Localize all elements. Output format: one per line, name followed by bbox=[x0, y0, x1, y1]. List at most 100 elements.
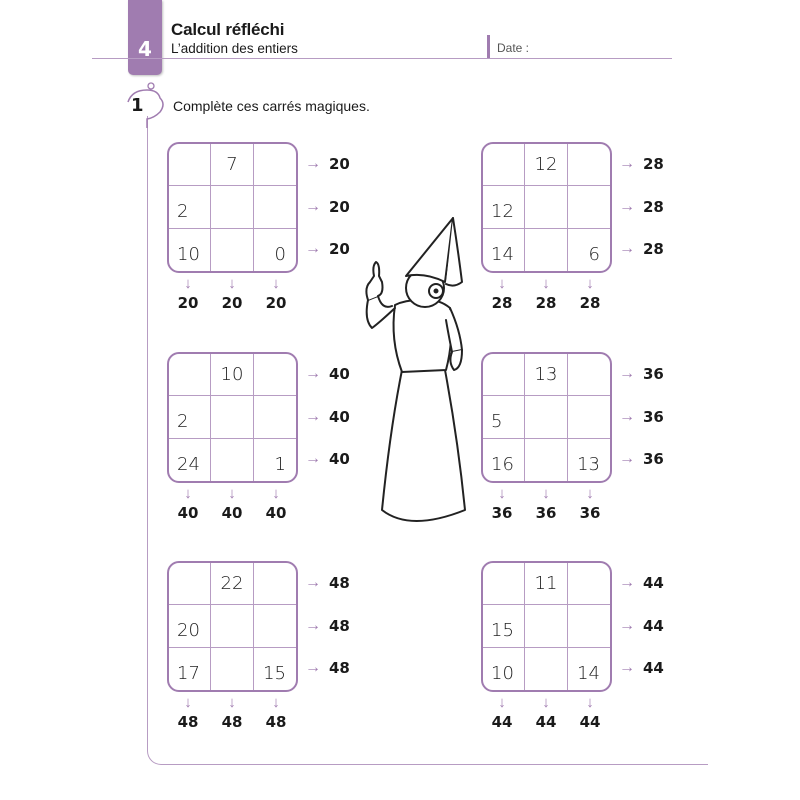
grid-cell[interactable] bbox=[567, 563, 610, 606]
row-sum: →44 bbox=[619, 617, 664, 635]
grid-cell[interactable] bbox=[525, 438, 568, 481]
grid-cell[interactable]: 14 bbox=[483, 228, 526, 271]
grid-cell[interactable]: 16 bbox=[483, 438, 526, 481]
grid-cell[interactable]: 20 bbox=[169, 605, 212, 648]
grid-cell[interactable] bbox=[253, 186, 296, 229]
grid-cell[interactable]: 6 bbox=[588, 243, 600, 265]
grid-cell[interactable] bbox=[525, 186, 568, 229]
row-sum: →36 bbox=[619, 408, 664, 426]
grid-cell[interactable] bbox=[567, 605, 610, 648]
grid-cell[interactable] bbox=[483, 144, 526, 187]
grid-cell[interactable]: 0 bbox=[274, 243, 286, 265]
grid-cell[interactable] bbox=[525, 228, 568, 271]
date-field-label: Date : bbox=[497, 41, 530, 55]
grid-cell[interactable]: 15 bbox=[263, 662, 286, 684]
arrow-right-icon: → bbox=[619, 365, 635, 382]
grid-cell[interactable] bbox=[567, 396, 610, 439]
magic-square-6: 11 15 10 14 →44 →44 →44 ↓44 ↓44 ↓44 bbox=[481, 561, 721, 761]
row-sum: →48 bbox=[305, 659, 350, 677]
column-sum: ↓48 bbox=[173, 695, 203, 732]
row-sum: →20 bbox=[305, 198, 350, 216]
column-sum: ↓28 bbox=[487, 276, 517, 313]
grid-cell[interactable]: 12 bbox=[483, 186, 526, 229]
row-sum: →28 bbox=[619, 240, 664, 258]
grid-cell[interactable]: 12 bbox=[525, 144, 568, 187]
grid-cell[interactable] bbox=[525, 605, 568, 648]
arrow-right-icon: → bbox=[305, 240, 321, 257]
arrow-down-icon: ↓ bbox=[184, 275, 192, 292]
page-title: Calcul réfléchi bbox=[171, 20, 285, 39]
grid-cell[interactable]: 10 bbox=[211, 354, 254, 397]
grid-cell[interactable] bbox=[211, 438, 254, 481]
grid-cell[interactable] bbox=[253, 605, 296, 648]
arrow-down-icon: ↓ bbox=[542, 694, 550, 711]
column-sum: ↓20 bbox=[261, 276, 291, 313]
grid-cell[interactable]: 7 bbox=[211, 144, 254, 187]
arrow-right-icon: → bbox=[305, 617, 321, 634]
grid-cell[interactable] bbox=[169, 144, 212, 187]
date-divider bbox=[487, 35, 490, 58]
row-sum: →40 bbox=[305, 365, 350, 383]
grid-cell[interactable] bbox=[483, 563, 526, 606]
grid-cell[interactable] bbox=[169, 354, 212, 397]
grid-cell[interactable]: 17 bbox=[169, 647, 212, 690]
grid-cell[interactable]: 5 bbox=[483, 396, 526, 439]
magic-square-4: 13 5 16 13 →36 →36 →36 ↓36 ↓36 ↓36 bbox=[481, 352, 721, 552]
grid-cell[interactable] bbox=[525, 647, 568, 690]
arrow-right-icon: → bbox=[619, 155, 635, 172]
grid-cell[interactable] bbox=[253, 354, 296, 397]
grid-cell[interactable] bbox=[169, 563, 212, 606]
grid-cell[interactable]: 13 bbox=[577, 453, 600, 475]
arrow-down-icon: ↓ bbox=[586, 485, 594, 502]
grid-cell[interactable]: 13 bbox=[525, 354, 568, 397]
arrow-right-icon: → bbox=[305, 659, 321, 676]
arrow-down-icon: ↓ bbox=[228, 694, 236, 711]
grid-cell[interactable] bbox=[253, 396, 296, 439]
row-sum: →40 bbox=[305, 450, 350, 468]
column-sum: ↓20 bbox=[217, 275, 247, 313]
arrow-down-icon: ↓ bbox=[542, 485, 550, 502]
magic-square-3: 10 2 24 1 →40 →40 →40 ↓40 ↓40 ↓40 bbox=[167, 352, 407, 552]
grid-cell[interactable] bbox=[567, 144, 610, 187]
grid-cell[interactable]: 15 bbox=[483, 605, 526, 648]
grid-cell[interactable] bbox=[567, 354, 610, 397]
grid-cell[interactable] bbox=[567, 186, 610, 229]
exercise-frame bbox=[147, 116, 708, 765]
column-sum: ↓44 bbox=[487, 695, 517, 732]
grid-cell[interactable] bbox=[211, 647, 254, 690]
grid-cell[interactable] bbox=[211, 186, 254, 229]
grid-cell[interactable]: 14 bbox=[577, 662, 600, 684]
column-sum: ↓40 bbox=[217, 486, 247, 523]
grid-cell[interactable]: 10 bbox=[483, 647, 526, 690]
grid-cell[interactable] bbox=[483, 354, 526, 397]
arrow-down-icon: ↓ bbox=[228, 275, 236, 292]
grid-cell[interactable] bbox=[211, 228, 254, 271]
column-sum: ↓40 bbox=[173, 485, 203, 523]
row-sum: →36 bbox=[619, 450, 664, 468]
row-sum: →28 bbox=[619, 155, 664, 173]
grid-cell[interactable]: 24 bbox=[169, 438, 212, 481]
grid-cell[interactable]: 2 bbox=[169, 396, 212, 439]
grid-cell[interactable]: 2 bbox=[169, 186, 212, 229]
arrow-right-icon: → bbox=[619, 659, 635, 676]
grid-cell[interactable]: 1 bbox=[274, 453, 286, 475]
arrow-right-icon: → bbox=[619, 408, 635, 425]
grid-cell[interactable] bbox=[211, 605, 254, 648]
arrow-down-icon: ↓ bbox=[184, 485, 192, 502]
arrow-right-icon: → bbox=[619, 574, 635, 591]
row-sum: →36 bbox=[619, 365, 664, 383]
grid-cell[interactable] bbox=[253, 144, 296, 187]
exercise-number: 1 bbox=[131, 95, 144, 116]
grid-cell[interactable]: 10 bbox=[169, 228, 212, 271]
row-sum: →44 bbox=[619, 659, 664, 677]
grid-cell[interactable]: 11 bbox=[525, 563, 568, 606]
grid-cell[interactable] bbox=[253, 563, 296, 606]
arrow-right-icon: → bbox=[305, 574, 321, 591]
exercise-instruction: Complète ces carrés magiques. bbox=[173, 98, 370, 114]
column-sum: ↓40 bbox=[261, 486, 291, 523]
grid-cell[interactable] bbox=[525, 396, 568, 439]
grid-cell[interactable]: 22 bbox=[211, 563, 254, 606]
column-sum: ↓36 bbox=[575, 485, 605, 523]
row-sum: →40 bbox=[305, 408, 350, 426]
grid-cell[interactable] bbox=[211, 396, 254, 439]
